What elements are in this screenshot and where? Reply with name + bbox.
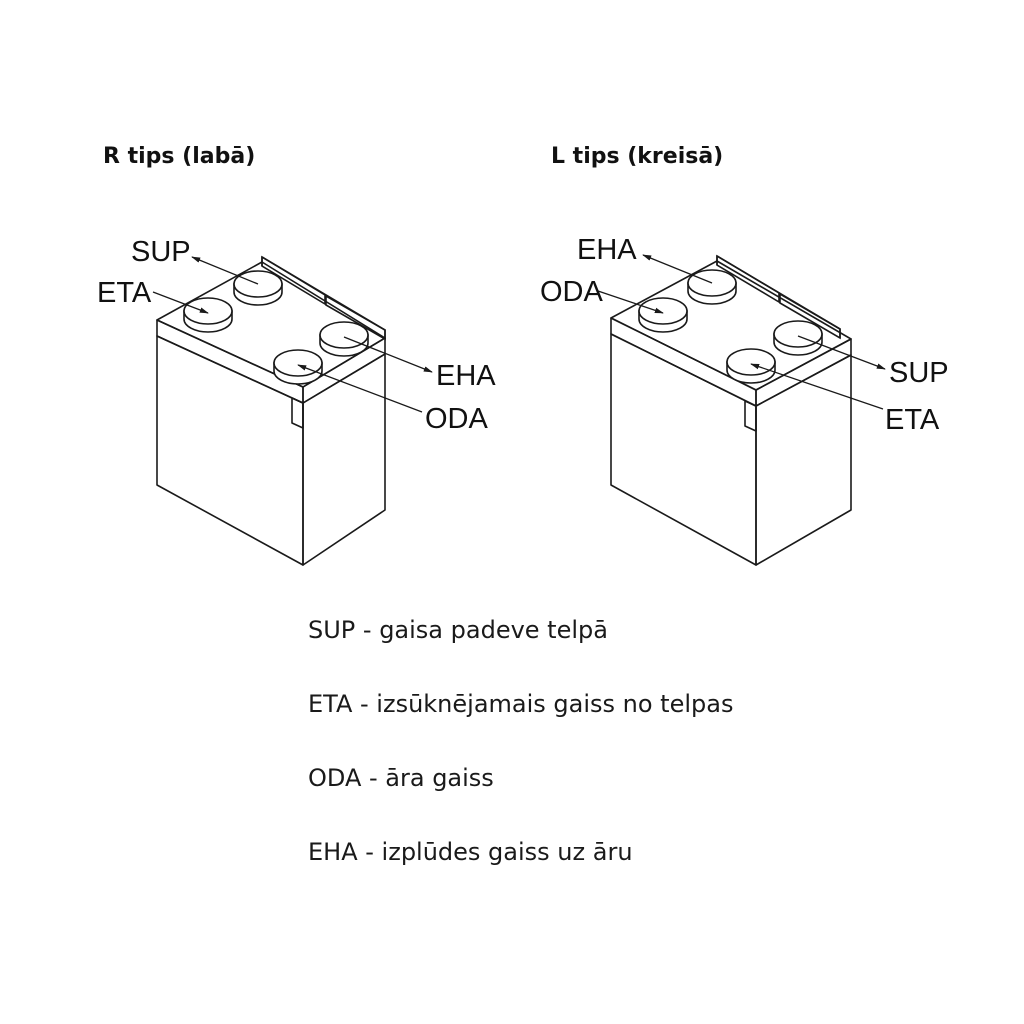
unit-r-port-oda — [273, 349, 323, 385]
unit-r-leader-sup — [191, 256, 259, 285]
unit-r-label-eta: ETA — [97, 277, 152, 309]
unit-l-side-face — [755, 354, 852, 566]
unit-r-label-oda: ODA — [425, 403, 489, 435]
unit-l-label-eta: ETA — [885, 404, 940, 436]
unit-r-port-eta — [183, 297, 233, 333]
unit-r-leader-eta — [152, 291, 209, 314]
unit-l-label-oda: ODA — [540, 276, 604, 308]
unit-l-body — [610, 254, 852, 566]
legend-item-eha: EHA - izplūdes gaiss uz āru — [308, 838, 633, 866]
unit-r-type: R tips (labā) — [97, 144, 496, 566]
unit-l-title: L tips (kreisā) — [551, 144, 723, 169]
unit-r-label-sup: SUP — [131, 236, 191, 268]
unit-l-port-oda — [638, 297, 688, 333]
legend-item-sup: SUP - gaisa padeve telpā — [308, 616, 608, 644]
unit-r-port-sup — [233, 270, 283, 306]
unit-l-label-eha: EHA — [577, 234, 637, 266]
legend-item-eta: ETA - izsūknējamais gaiss no telpas — [308, 690, 734, 718]
legend-item-oda: ODA - āra gaiss — [308, 764, 494, 792]
unit-r-label-eha: EHA — [436, 360, 496, 392]
unit-r-title: R tips (labā) — [103, 144, 255, 169]
unit-l-port-eta — [726, 348, 776, 384]
unit-l-leader-oda — [597, 290, 664, 314]
unit-l-leader-sup — [797, 335, 886, 370]
unit-l-port-eha — [687, 269, 737, 305]
unit-l-leader-eha — [642, 254, 713, 284]
unit-r-side-face — [302, 353, 386, 566]
unit-r-leader-eha — [343, 336, 433, 373]
unit-r-port-eha — [319, 321, 369, 357]
unit-r-body — [156, 255, 386, 566]
unit-l-leader-eta — [750, 363, 884, 410]
unit-l-port-sup — [773, 320, 823, 356]
unit-l-type: L tips (kreisā) — [540, 144, 949, 566]
legend: SUP - gaisa padeve telpā ETA - izsūknēja… — [308, 610, 988, 906]
unit-l-label-sup: SUP — [889, 357, 949, 389]
unit-r-leader-oda — [297, 364, 423, 413]
